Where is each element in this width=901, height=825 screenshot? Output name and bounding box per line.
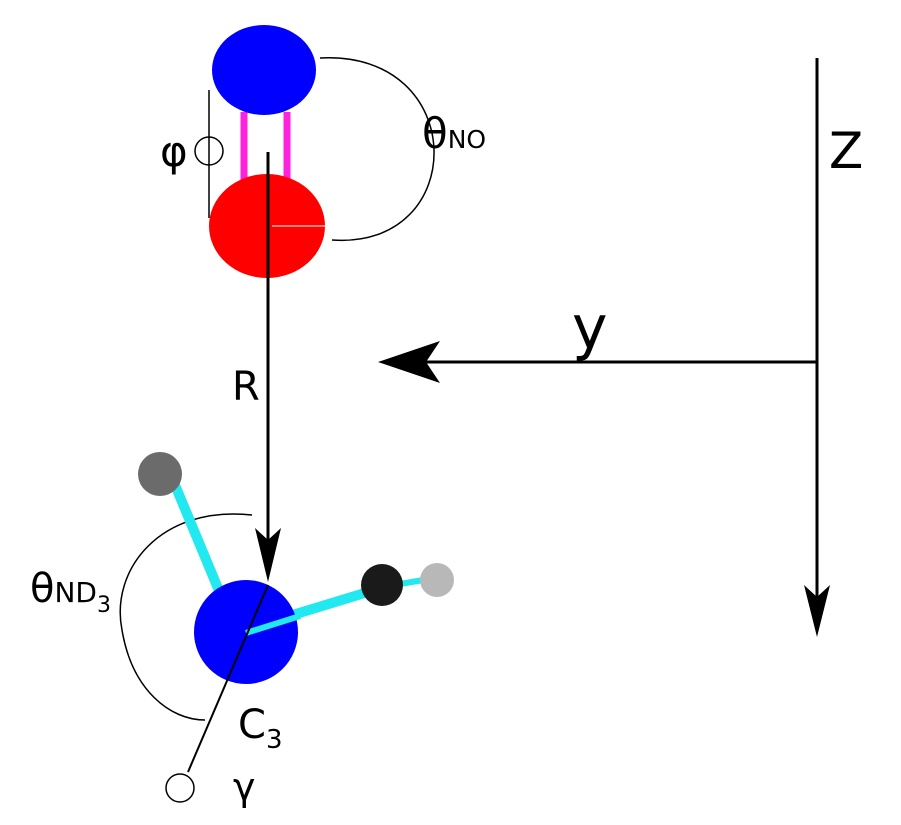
nd-bond-back (170, 483, 227, 600)
y-axis (378, 341, 817, 383)
phi-label: φ (160, 127, 188, 176)
y-axis-label: y (572, 293, 608, 363)
nitrogen-atom (212, 25, 316, 115)
theta-nd3-label: θND3 (30, 566, 111, 618)
gamma-circle (165, 773, 195, 803)
theta-no-arc (319, 57, 435, 241)
theta-no-label: θNO (422, 109, 486, 158)
y-axis-arrowhead (378, 341, 440, 383)
theta-nd3-arc (119, 513, 253, 721)
r-arrowhead (255, 528, 281, 582)
phi-circle (194, 136, 224, 166)
c3-axis (187, 584, 269, 773)
deuterium-atom-back (138, 452, 182, 496)
gamma-label: γ (233, 765, 256, 809)
z-axis-label: Z (829, 122, 863, 180)
r-vector (255, 152, 281, 582)
deuterium-atom-front (361, 564, 403, 606)
r-label: R (232, 364, 260, 410)
nd-bond-center (245, 613, 301, 636)
z-axis-arrowhead (804, 585, 830, 637)
c3-label: C3 (238, 702, 282, 755)
z-axis (804, 58, 830, 637)
deuterium-atom-far (420, 563, 454, 597)
